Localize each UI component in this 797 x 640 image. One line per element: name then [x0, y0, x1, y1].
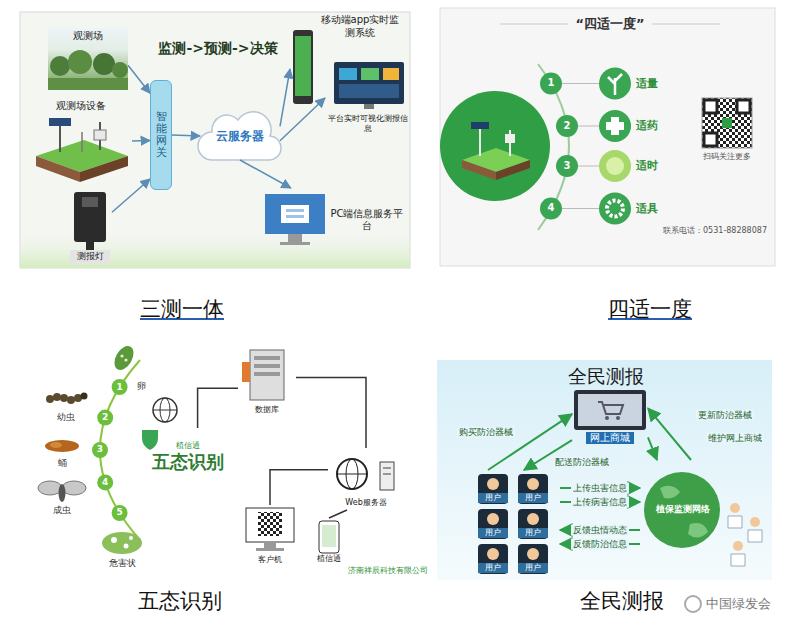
callout-number: 2 — [102, 412, 108, 423]
edge-label: 反馈防治信息 — [571, 539, 629, 550]
callout-number: 3 — [564, 160, 571, 173]
node-text: 观测场 — [73, 30, 103, 43]
client-node: 客户机 — [238, 505, 302, 567]
title-text: 监测->预测->决策 — [158, 40, 277, 58]
company-name: 济南祥辰科技有限公司 — [348, 566, 428, 576]
node-text: 智能网关 — [156, 111, 167, 159]
stage-name: 蛹 — [58, 458, 67, 469]
icon-item: 适时 — [598, 149, 678, 183]
stage-name: 幼虫 — [57, 412, 75, 423]
connector — [240, 160, 291, 188]
node-text: 用户 — [478, 493, 508, 503]
user-group: 用户用户用户用户用户用户 — [470, 470, 560, 578]
callout-number: 2 — [564, 120, 571, 133]
watermark: 中国绿发会 — [706, 596, 771, 612]
cloud-node: 云服务器 — [200, 112, 280, 160]
node-text: 用户 — [478, 563, 508, 573]
connector — [280, 69, 290, 126]
node-text: 用户 — [518, 528, 548, 538]
stage-name: 卵 — [137, 381, 146, 392]
node-text: Web服务器 — [345, 498, 386, 508]
connector — [132, 140, 150, 142]
server-node: 数据库 — [238, 345, 296, 417]
connector — [280, 98, 325, 141]
node-text: 用户 — [518, 563, 548, 573]
logo-node: 植信通五态识别 — [140, 428, 236, 486]
shop-node: 网上商城 — [572, 388, 648, 446]
node-text: 网上商城 — [586, 432, 634, 445]
photo-box: 观测场 — [48, 28, 128, 90]
node-text: 植信通 — [317, 554, 341, 564]
stage-name: 危害状 — [109, 558, 136, 569]
connector — [128, 65, 150, 93]
web-server-node: Web服务器 — [328, 448, 404, 510]
pc-node: PC端信息服务平台 — [262, 188, 406, 252]
phone-node: 移动端app实时监测系统 — [290, 12, 404, 107]
node-text: 客户机 — [258, 555, 282, 565]
edge-label: 更新防治器械 — [696, 410, 754, 421]
gateway-box: 智能网关 — [150, 80, 172, 190]
caption: 全民测报 — [580, 588, 664, 614]
qr-note: 扫码关注更多 — [703, 152, 751, 162]
icon-item: 适量 — [598, 67, 678, 101]
callout-number: 3 — [97, 444, 103, 455]
caption: 四适一度 — [608, 296, 692, 322]
callout-number: 5 — [116, 507, 122, 518]
connector — [648, 408, 691, 460]
callout-number: 1 — [116, 382, 122, 393]
device-box: 观测场设备 — [30, 98, 132, 184]
connector — [112, 179, 150, 212]
contact-note: 联系电话：0531-88288087 — [663, 226, 767, 236]
connector — [270, 470, 328, 505]
caption: 三测一体 — [140, 296, 224, 322]
node-text: 观测场设备 — [56, 100, 106, 113]
panel-title: “四适一度” — [575, 16, 644, 32]
node-text: 适药 — [636, 119, 658, 133]
node-text: 用户 — [478, 528, 508, 538]
globe-node: 植保监测网络 — [640, 460, 725, 560]
node-text: 数据库 — [255, 405, 279, 415]
icon-item: 适具 — [598, 192, 678, 226]
node-text: 植信通 — [176, 441, 200, 451]
node-text: 适时 — [636, 159, 658, 173]
node-text: 移动端app实时监测系统 — [318, 14, 402, 39]
edge-label: 反馈虫情动态 — [571, 525, 629, 536]
node-text: 植保监测网络 — [656, 504, 710, 515]
connector — [329, 510, 347, 518]
node-text: 适量 — [636, 77, 658, 91]
connector — [198, 388, 238, 428]
lamp-box: 测报灯 — [68, 190, 112, 264]
node-text: 平台实时可视化测报信息 — [327, 114, 409, 134]
edge-label: 维护网上商城 — [706, 432, 764, 443]
node-text: 云服务器 — [216, 129, 264, 144]
callout-number: 4 — [102, 477, 108, 488]
edge-label: 购买防治器械 — [457, 427, 515, 438]
edge-label: 上传虫害信息 — [571, 483, 629, 494]
node-text: 用户 — [518, 493, 548, 503]
panel-title: 全民测报 — [568, 365, 644, 389]
phone-node: 植信通 — [312, 518, 346, 566]
icon-item: 适药 — [598, 109, 678, 143]
node-text: PC端信息服务平台 — [330, 208, 404, 233]
connector — [648, 437, 657, 460]
connector — [172, 135, 200, 136]
node-text: 测报灯 — [77, 251, 104, 262]
node-text: 五态识别 — [152, 451, 224, 474]
stage-name: 成虫 — [53, 505, 71, 516]
node-text: 适具 — [636, 202, 658, 216]
callout-number: 1 — [548, 77, 555, 90]
edge-label: 配送防治器械 — [553, 457, 611, 468]
edge-label: 上传病害信息 — [571, 497, 629, 508]
callout-number: 4 — [548, 202, 555, 215]
connector — [296, 377, 366, 448]
monitor-node: 平台实时可视化测报信息 — [325, 60, 411, 136]
caption: 五态识别 — [138, 588, 222, 614]
